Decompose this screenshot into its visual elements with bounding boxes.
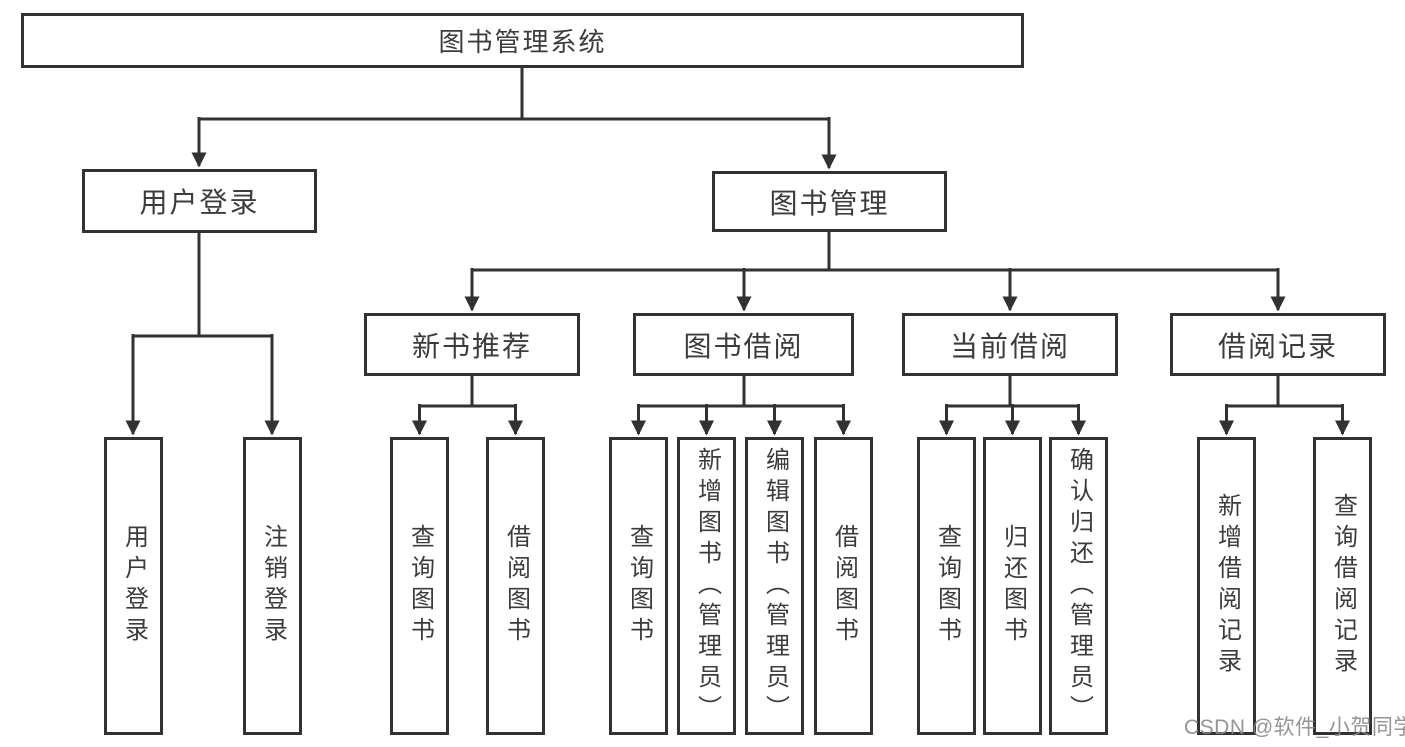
node-book-management: 图书管理 <box>712 171 947 232</box>
leaf-recommend-query-books: 查询图书 <box>390 437 449 735</box>
leaf-query-borrow-record: 查询借阅记录 <box>1313 437 1372 735</box>
node-borrow-records: 借阅记录 <box>1170 313 1386 376</box>
leaf-return-books: 归还图书 <box>983 437 1042 735</box>
leaf-recommend-borrow-books: 借阅图书 <box>486 437 545 735</box>
node-user-login: 用户登录 <box>82 169 317 233</box>
node-new-book-recommend: 新书推荐 <box>364 313 580 376</box>
node-library-system: 图书管理系统 <box>21 13 1024 68</box>
leaf-logout-login: 注销登录 <box>243 437 302 735</box>
leaf-user-login: 用户登录 <box>104 437 163 735</box>
leaf-current-query-books: 查询图书 <box>917 437 976 735</box>
watermark-text: CSDN @软件_小贺同学 <box>1184 716 1405 739</box>
node-book-borrow: 图书借阅 <box>633 313 854 376</box>
leaf-edit-books-admin: 编辑图书（管理员） <box>745 437 804 735</box>
leaf-borrow-query-books: 查询图书 <box>609 437 668 735</box>
leaf-confirm-return-admin: 确认归还（管理员） <box>1049 437 1108 735</box>
leaf-borrow-books: 借阅图书 <box>814 437 873 735</box>
leaf-add-borrow-record: 新增借阅记录 <box>1197 437 1256 735</box>
node-current-borrow: 当前借阅 <box>902 313 1118 376</box>
leaf-add-books-admin: 新增图书（管理员） <box>677 437 736 735</box>
